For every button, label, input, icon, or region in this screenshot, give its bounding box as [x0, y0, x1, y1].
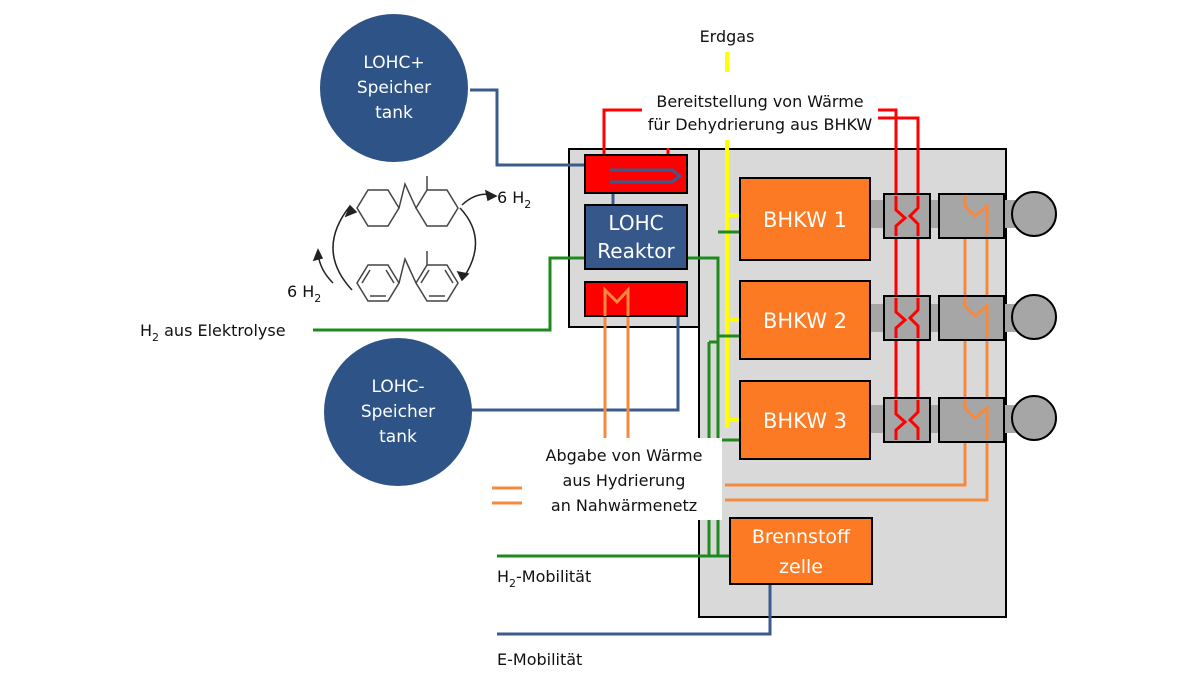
erdgas-label: Erdgas	[700, 27, 755, 46]
module-row-2	[870, 294, 1057, 341]
lohc-minus-label-1: LOHC-	[371, 377, 424, 397]
e-mobility-label: E-Mobilität	[497, 650, 582, 669]
bhkw-1-label: BHKW 1	[763, 208, 847, 232]
h2-uptake-label: 6 H2	[287, 282, 321, 305]
module-row-1	[870, 191, 1057, 239]
bhkw-1: BHKW 1	[739, 177, 871, 261]
reactor-label-2: Reaktor	[597, 239, 675, 263]
lohc-plus-label-3: tank	[375, 103, 413, 123]
h2-electrolysis-label: H2 aus Elektrolyse	[140, 321, 286, 344]
reactor-label-1: LOHC	[608, 211, 663, 235]
lohc-molecule-cycle	[312, 176, 498, 302]
cyclohexane-ring-right	[415, 189, 459, 227]
dehydration-heat-exchanger	[584, 154, 688, 194]
h2-release-label: 6 H2	[497, 188, 531, 211]
bhkw-exhaust-modules	[870, 191, 1057, 443]
lohc-plus-tank: LOHC+ Speicher tank	[320, 14, 468, 162]
fuel-cell-label-2: zelle	[779, 556, 823, 578]
lohc-reactor: LOHC Reaktor	[584, 204, 688, 270]
lohc-minus-label-3: tank	[379, 427, 417, 447]
bhkw-3: BHKW 3	[739, 380, 871, 460]
module-row-3	[870, 395, 1057, 443]
bhkw-2-label: BHKW 2	[763, 309, 847, 333]
heat-release-label-2: aus Hydrierung	[563, 471, 686, 490]
heat-release-label-1: Abgabe von Wärme	[546, 446, 703, 465]
lohc-minus-tank: LOHC- Speicher tank	[324, 338, 472, 486]
heat-release-label-3: an Nahwärmenetz	[551, 496, 697, 515]
hydration-heat-exchanger	[584, 281, 688, 317]
natural-gas-line	[725, 52, 740, 428]
bhkw-2: BHKW 2	[739, 280, 871, 360]
lohc-plus-label-2: Speicher	[357, 78, 431, 98]
heat-supply-label-2: für Dehydrierung aus BHKW	[648, 115, 873, 134]
lohc-plus-label-1: LOHC+	[363, 53, 424, 73]
h2-mobility-label: H2-Mobilität	[497, 567, 591, 590]
lohc-minus-label-2: Speicher	[361, 402, 435, 422]
heat-supply-label-1: Bereitstellung von Wärme	[656, 92, 863, 111]
cyclohexane-ring-left	[356, 189, 400, 227]
fuel-cell-label-1: Brennstoff	[752, 526, 851, 548]
fuel-cell: Brennstoff zelle	[729, 517, 873, 585]
bhkw-3-label: BHKW 3	[763, 409, 847, 433]
